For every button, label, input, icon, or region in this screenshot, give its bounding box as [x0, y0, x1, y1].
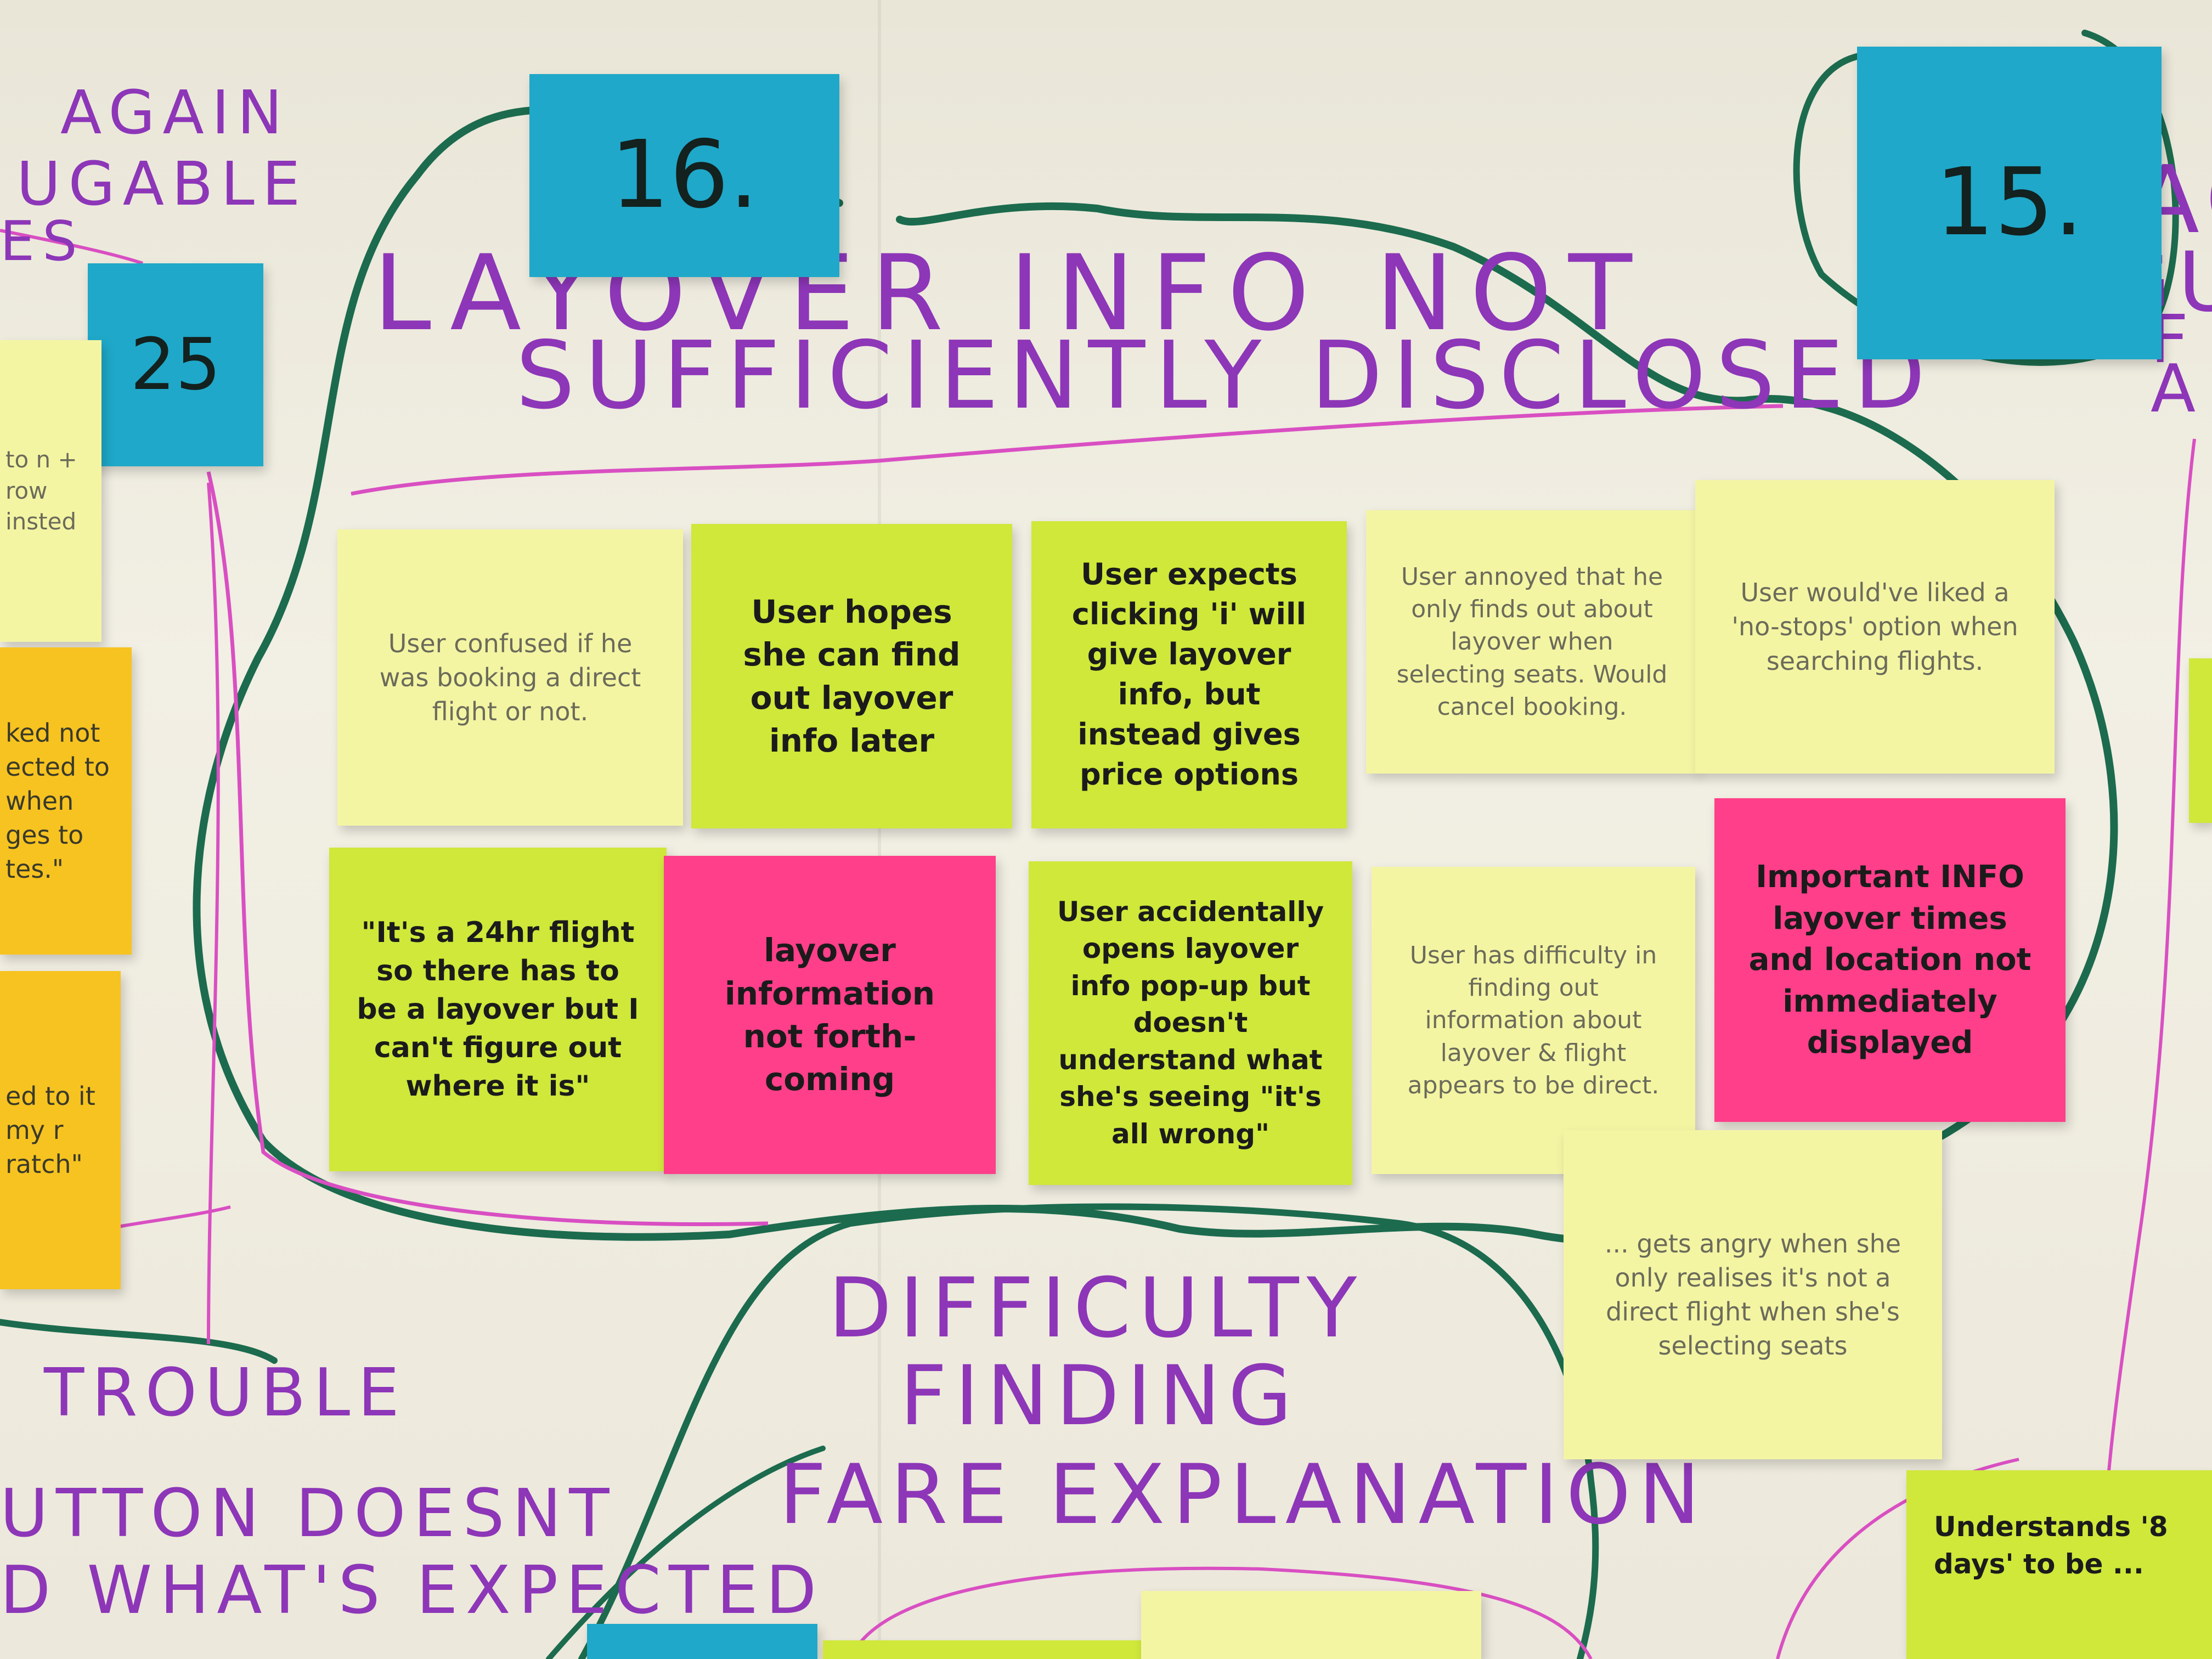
heading-left-top-line2: UGABLE: [16, 149, 308, 219]
heading-main-line2: SUFFICIENTLY DISCLOSED: [516, 321, 1936, 430]
heading-fare-line2: FINDING: [900, 1348, 1300, 1444]
note-24hr-flight-quote: "It's a 24hr flight so there has to be a…: [329, 848, 667, 1171]
heading-right-top-line4: A: [2151, 351, 2204, 427]
cluster-number-partial: [587, 1624, 817, 1659]
magenta-bottom-curve: [849, 1566, 1593, 1659]
paper-seam: [878, 0, 881, 1659]
green-left-outline: [0, 1319, 278, 1364]
magenta-left-top-curve: [0, 229, 143, 265]
heading-left-top-line1: AGAIN: [60, 77, 290, 148]
left-partial-note-orange-2: ed to it my r ratch": [0, 971, 121, 1289]
magenta-left-column: [207, 482, 220, 1345]
left-partial-note-pale: to n + row insted: [0, 340, 101, 642]
cluster-number-25: 25: [88, 263, 263, 466]
heading-trouble: TROUBLE: [44, 1355, 407, 1431]
heading-button-line1: UTTON DOESNT: [0, 1476, 617, 1552]
note-layover-not-forthcoming: layover information not forth-coming: [664, 856, 996, 1174]
cluster-number-15: 15.: [1857, 47, 2162, 359]
magenta-underline-main: [351, 404, 1784, 496]
note-user-confused-direct: User confused if he was booking a direct…: [337, 529, 683, 826]
note-annoyed-seats: User annoyed that he only finds out abou…: [1366, 510, 1698, 774]
note-no-stops-option: User would've liked a 'no-stops' option …: [1695, 480, 2055, 774]
green-bottom-left-outline: [546, 1446, 826, 1659]
magenta-left-boundary: [206, 471, 769, 1226]
heading-button-line2: D WHAT'S EXPECTED: [0, 1553, 825, 1629]
note-angry-not-direct: ... gets angry when she only realises it…: [1564, 1130, 1942, 1459]
note-understands-8-days: Understands '8 days' to be ...: [1906, 1470, 2212, 1659]
note-expects-i-info: User expects clicking 'i' will give layo…: [1031, 521, 1347, 828]
left-partial-note-orange-1: ked not ected to when ges to tes.": [0, 647, 132, 955]
note-important-info-not-displayed: Important INFO layover times and locatio…: [1714, 798, 2066, 1122]
cluster-number-16: 16.: [529, 74, 839, 277]
note-difficulty-layover-info: User has difficulty in finding out infor…: [1372, 867, 1695, 1174]
heading-fare-line3: FARE EXPLANATION: [779, 1447, 1708, 1543]
note-popup-all-wrong: User accidentally opens layover info pop…: [1029, 861, 1352, 1185]
green-cluster-outline: [193, 106, 2118, 1245]
bottom-partial-note-lime: [823, 1640, 1141, 1659]
heading-left-top-line3: ES: [0, 209, 85, 273]
right-partial-note-lime: [2189, 658, 2212, 823]
note-hopes-layover-later: User hopes she can find out layover info…: [691, 524, 1012, 828]
bottom-partial-note-pale: [1141, 1591, 1481, 1659]
green-bottom-outline: [578, 1203, 1599, 1659]
heading-fare-line1: DIFFICULTY: [828, 1261, 1365, 1356]
